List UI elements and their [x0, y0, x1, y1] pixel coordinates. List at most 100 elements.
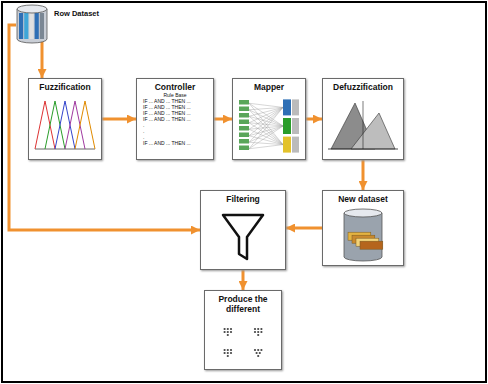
- membership-function: [45, 101, 65, 149]
- membership-function: [75, 101, 95, 149]
- output-block: [283, 118, 291, 134]
- cluster-dot: [224, 328, 226, 330]
- output-block: [292, 99, 299, 115]
- node-title: Row Dataset: [14, 3, 126, 19]
- input-cell: [239, 107, 249, 112]
- cluster-dot: [224, 331, 226, 333]
- rule-text: IF ... AND ... THEN ...: [137, 110, 213, 116]
- flow-arrow: [242, 270, 245, 290]
- node-title: Produce the different: [205, 291, 281, 314]
- node-illustration: [205, 317, 281, 367]
- input-cell: [239, 100, 249, 105]
- process-box: Fuzzification: [28, 78, 102, 160]
- node-illustration: [233, 95, 305, 157]
- cluster-dot: [230, 328, 232, 330]
- cluster-dot: [254, 328, 256, 330]
- cluster-dot: [257, 349, 259, 351]
- cluster-dot: [254, 331, 256, 333]
- mapping-line: [249, 107, 283, 122]
- cluster-dot: [257, 355, 259, 357]
- node-illustration: [14, 3, 50, 45]
- cluster-dot: [227, 355, 229, 357]
- input-cell: [239, 146, 249, 151]
- cluster-dot: [224, 349, 226, 351]
- rule-text: IF ... AND ... THEN ...: [137, 104, 213, 110]
- flow-arrow: [214, 118, 232, 121]
- flow-arrow: [41, 41, 44, 78]
- dataset-box: New dataset: [322, 190, 404, 266]
- mapping-line: [249, 107, 283, 135]
- node-illustration: [201, 207, 285, 267]
- cluster-dot: [224, 352, 226, 354]
- mapping-line: [249, 126, 283, 142]
- rule-text: Rule Base: [137, 92, 213, 98]
- flow-arrow: [306, 118, 322, 121]
- membership-function: [65, 101, 85, 149]
- cluster-dot: [230, 352, 232, 354]
- cluster-dot: [257, 328, 259, 330]
- cluster-dot: [256, 352, 258, 354]
- process-box: ControllerRule BaseIF ... AND ... THEN .…: [136, 78, 214, 160]
- flow-arrow: [286, 227, 322, 230]
- input-cell: [239, 133, 249, 138]
- database-stripe: [40, 13, 44, 39]
- cluster-dot: [230, 349, 232, 351]
- database-top: [17, 5, 47, 13]
- mapping-line: [249, 103, 283, 126]
- flow-arrow: [362, 160, 365, 190]
- node-illustration: [29, 95, 101, 157]
- cluster-dot: [260, 331, 262, 333]
- membership-function: [55, 101, 75, 149]
- cluster-dot: [257, 334, 259, 336]
- membership-function: [35, 101, 55, 149]
- mapping-line: [249, 123, 283, 126]
- cluster-dot: [227, 328, 229, 330]
- cluster-dot: [254, 349, 256, 351]
- cluster-dot: [260, 349, 262, 351]
- rule-text: IF ... AND ... THEN ...: [137, 116, 213, 122]
- output-block: [292, 137, 299, 153]
- rule-text: IF ... AND ... THEN ...: [137, 98, 213, 104]
- rule-text: .: [137, 122, 213, 128]
- output-block: [283, 137, 291, 153]
- cluster-dot: [230, 331, 232, 333]
- mapping-line: [249, 107, 283, 148]
- node-title: Defuzzification: [323, 79, 403, 92]
- database-stripe: [24, 13, 28, 39]
- flow-arrow: [102, 118, 136, 121]
- mapping-line: [249, 107, 283, 142]
- database-body: [17, 9, 47, 43]
- mapping-line: [249, 103, 283, 144]
- mapping-line: [249, 107, 283, 129]
- node-title: Controller: [137, 79, 213, 92]
- fuzzy-area: [351, 113, 395, 149]
- cluster-dot: [227, 349, 229, 351]
- node-title: Mapper: [233, 79, 305, 92]
- process-box: Defuzzification: [322, 78, 404, 160]
- folder: [360, 241, 383, 249]
- database-stripe: [29, 13, 33, 39]
- database-stripe: [35, 13, 39, 39]
- database-body: [344, 213, 382, 261]
- cluster-dot: [259, 352, 261, 354]
- dataset-source: Row Dataset: [14, 3, 126, 45]
- input-cell: [239, 126, 249, 131]
- cluster-dot: [260, 328, 262, 330]
- mapping-line: [249, 145, 283, 149]
- process-box: Mapper: [232, 78, 306, 160]
- process-box: Filtering: [200, 190, 286, 270]
- input-cell: [239, 120, 249, 125]
- cluster-dot: [227, 334, 229, 336]
- cluster-dot: [227, 352, 229, 354]
- centroid-line: [363, 101, 364, 149]
- output-box: Produce the different: [204, 290, 282, 370]
- node-illustration: [323, 207, 403, 263]
- mapping-line: [249, 116, 283, 126]
- output-block: [292, 118, 299, 134]
- node-title: Fuzzification: [29, 79, 101, 92]
- output-block: [283, 99, 291, 115]
- cluster-dot: [227, 331, 229, 333]
- rule-text: .: [137, 128, 213, 134]
- mapping-line: [249, 126, 283, 149]
- database-stripe: [19, 13, 23, 39]
